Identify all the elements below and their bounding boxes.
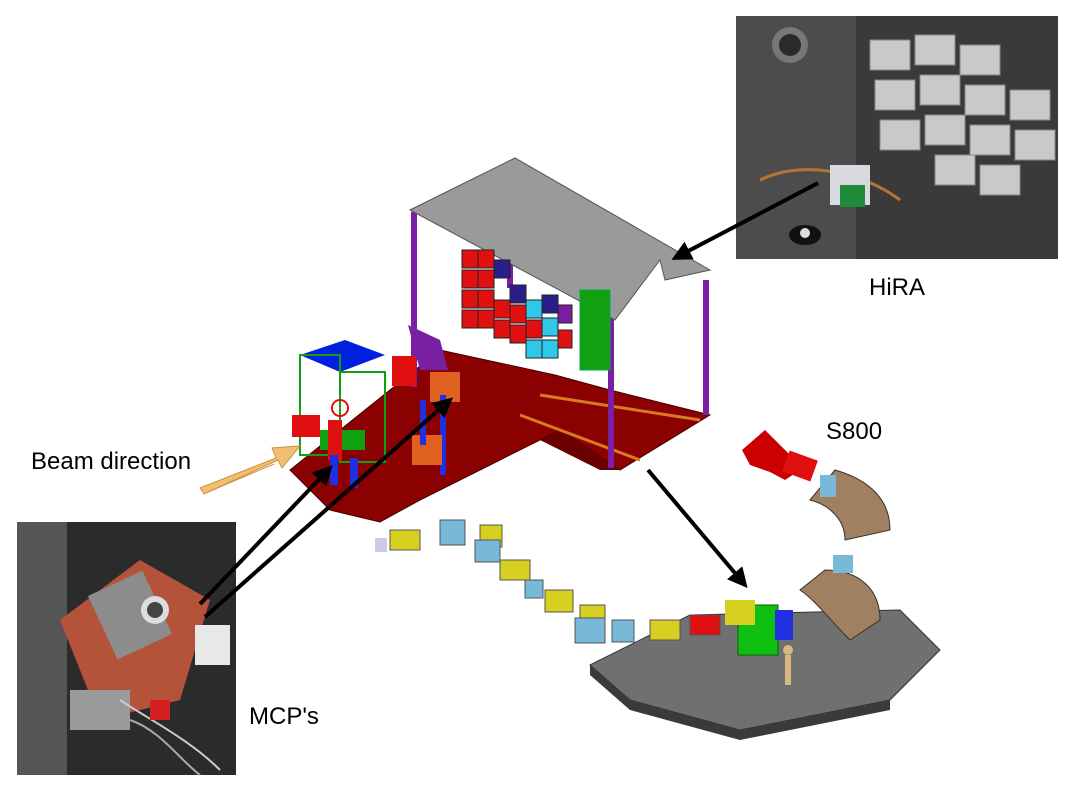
pointer-arrow-mcp-1 [198, 465, 333, 606]
hira-label: HiRA [869, 274, 926, 301]
pointer-arrow [198, 181, 819, 619]
s800-spectrometer [375, 430, 941, 740]
pointer-arrow-mcp-2 [203, 397, 453, 619]
beam-direction-label: Beam direction [31, 448, 192, 475]
top-plate [408, 157, 712, 321]
hira-photo [736, 16, 1058, 259]
s800-label: S800 [826, 418, 883, 445]
beam-direction-arrow [199, 445, 302, 495]
mcp-photo [17, 522, 236, 776]
hira-chamber-cad [289, 157, 712, 523]
pointer-arrow-s800 [646, 468, 748, 589]
mcps-label: MCP's [249, 703, 319, 730]
s800-dipole-lower [799, 569, 881, 641]
pointer-arrow-hira [671, 181, 819, 260]
